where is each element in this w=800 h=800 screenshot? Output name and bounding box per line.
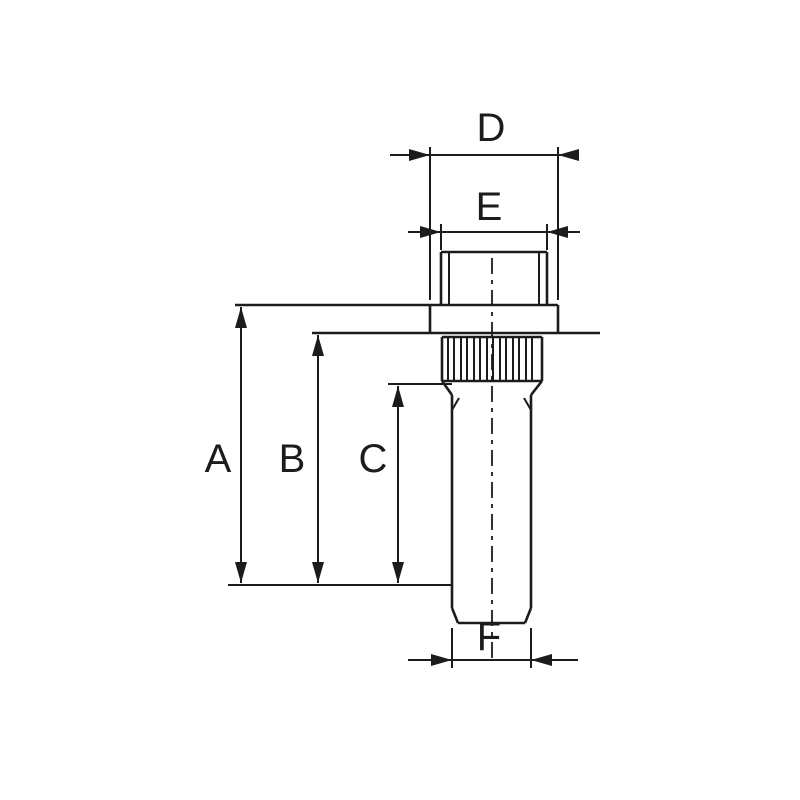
dim-b-label: B [279,437,306,481]
dim-c-arrow-down [392,562,404,583]
dim-e-arrow-left [547,226,568,238]
dim-f-label: F [477,615,501,659]
dim-c-arrow-up [392,386,404,407]
dimension-f: F [408,615,578,668]
dim-f-arrow-left [531,654,552,666]
dim-e-arrow-right [420,226,441,238]
thread-runout-right [523,397,532,411]
dimension-c: C [359,383,452,583]
dim-b-arrow-up [312,335,324,356]
knurl-hatching [447,338,533,380]
dimension-a: A [205,307,452,586]
dimension-e: E [408,185,580,250]
dim-a-arrow-down [235,562,247,583]
knurl-section [440,335,544,383]
flange-section [235,303,600,335]
dim-d-label: D [477,106,506,150]
dim-c-label: C [359,437,388,481]
dim-d-arrow-left [558,149,579,161]
thread-runout-left [451,397,460,411]
dim-b-arrow-down [312,562,324,583]
dim-e-label: E [476,185,503,229]
shank-right-shoulder-chamfer [529,380,544,396]
dimension-b: B [279,335,324,583]
shank-bottom-left-chamfer [450,607,460,624]
stud-outline [235,250,600,662]
dim-a-arrow-up [235,307,247,328]
dimension-d: D [390,106,579,300]
collar-section [439,250,549,305]
dim-a-label: A [205,437,232,481]
shank-section [440,380,544,625]
dim-d-arrow-right [409,149,430,161]
dim-f-arrow-right [431,654,452,666]
shank-bottom-right-chamfer [523,607,533,624]
